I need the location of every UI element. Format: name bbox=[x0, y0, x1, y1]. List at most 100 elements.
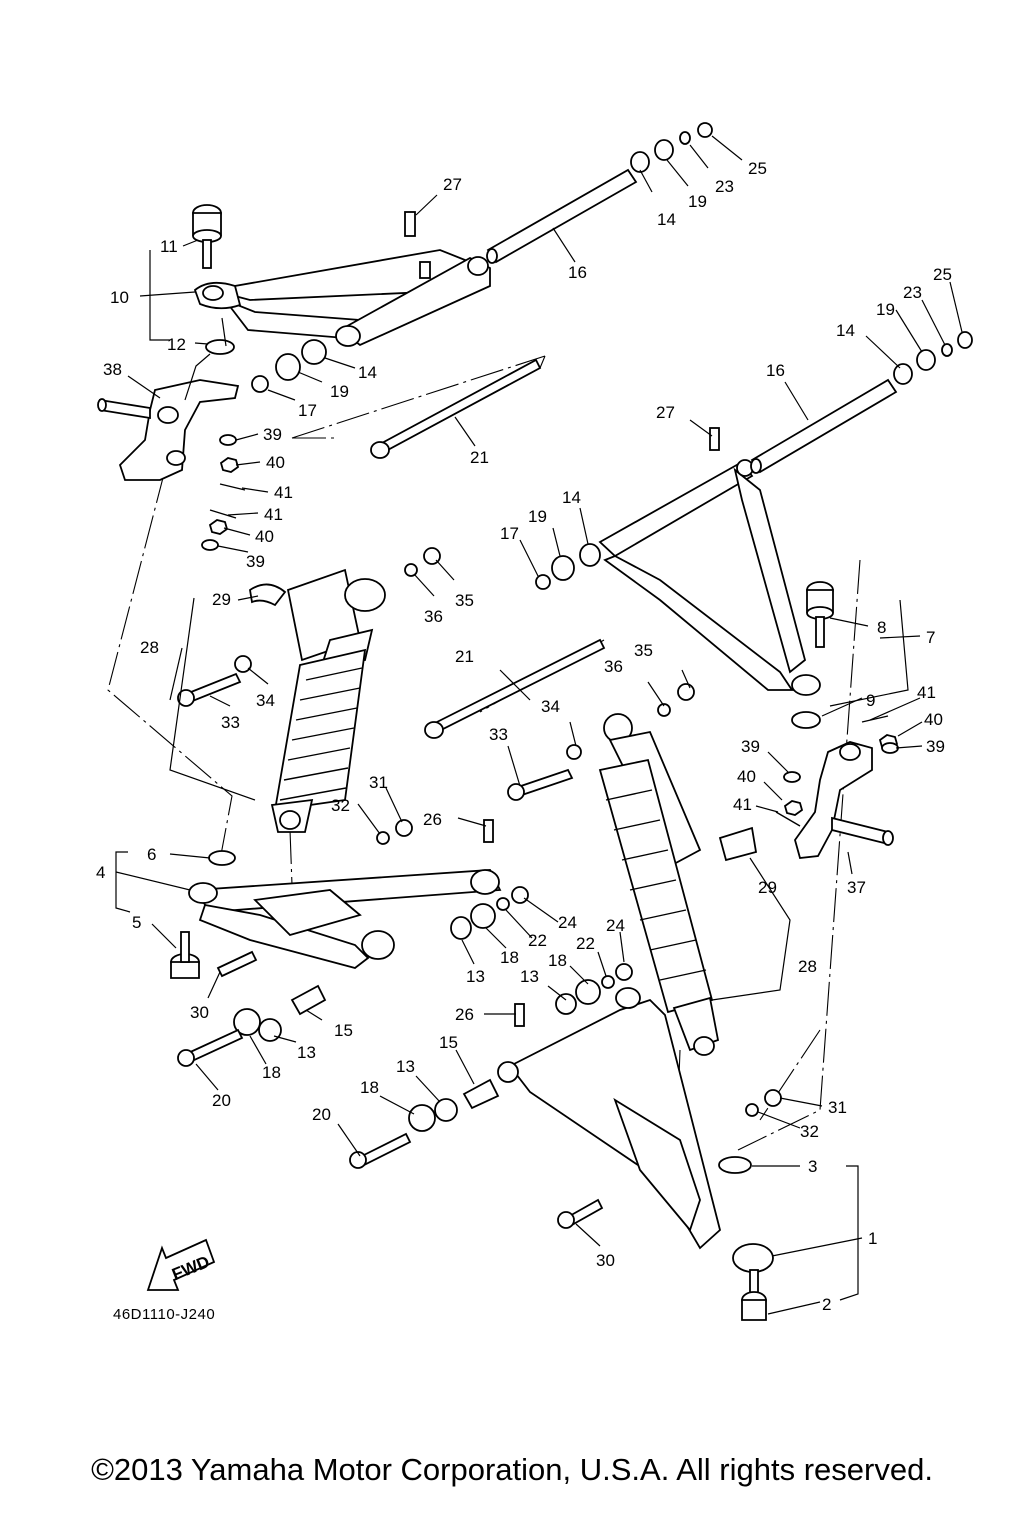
callout-9: 9 bbox=[866, 691, 875, 710]
callout-11: 11 bbox=[160, 237, 178, 256]
callout-34: 34 bbox=[541, 697, 560, 716]
callout-19: 19 bbox=[528, 507, 547, 526]
left-shock-absorber bbox=[270, 568, 386, 833]
callout-33: 33 bbox=[489, 725, 508, 744]
ball-joint-5 bbox=[170, 931, 200, 979]
callout-4: 4 bbox=[96, 863, 105, 882]
damper-tape-29a bbox=[249, 583, 287, 607]
callout-36: 36 bbox=[424, 607, 443, 626]
callout-14: 14 bbox=[562, 488, 581, 507]
callout-24: 24 bbox=[606, 916, 625, 935]
callout-13: 13 bbox=[520, 967, 539, 986]
circlip-9 bbox=[791, 711, 821, 729]
diagram-code: 46D1110-J240 bbox=[113, 1306, 216, 1323]
callout-29: 29 bbox=[758, 878, 777, 897]
copyright-notice: ©2013 Yamaha Motor Corporation, U.S.A. A… bbox=[91, 1452, 933, 1487]
callout-3: 3 bbox=[808, 1157, 817, 1176]
callout-23: 23 bbox=[903, 283, 922, 302]
callout-21: 21 bbox=[455, 647, 474, 666]
callout-14: 14 bbox=[836, 321, 855, 340]
callout-13: 13 bbox=[396, 1057, 415, 1076]
callout-17: 17 bbox=[298, 401, 317, 420]
callout-27: 27 bbox=[656, 403, 675, 422]
upper-right-bushings bbox=[535, 543, 601, 590]
steering-knuckle-38 bbox=[97, 379, 240, 481]
callout-33: 33 bbox=[221, 713, 240, 732]
callout-13: 13 bbox=[297, 1043, 316, 1062]
callout-34: 34 bbox=[256, 691, 275, 710]
callout-40: 40 bbox=[924, 710, 943, 729]
callout-27: 27 bbox=[443, 175, 462, 194]
callout-36: 36 bbox=[604, 657, 623, 676]
steering-knuckle-37 bbox=[794, 741, 894, 859]
callout-19: 19 bbox=[330, 382, 349, 401]
callout-14: 14 bbox=[358, 363, 377, 382]
callout-20: 20 bbox=[212, 1091, 231, 1110]
callout-32: 32 bbox=[800, 1122, 819, 1141]
callout-40: 40 bbox=[255, 527, 274, 546]
callout-39: 39 bbox=[926, 737, 945, 756]
callout-30: 30 bbox=[190, 1003, 209, 1022]
ball-joint-2 bbox=[741, 1269, 767, 1321]
upper-right-end-hardware bbox=[893, 331, 973, 385]
lower-left-a-arm bbox=[188, 869, 502, 969]
callout-20: 20 bbox=[312, 1105, 331, 1124]
damper-tape-29b bbox=[718, 826, 758, 862]
callout-18: 18 bbox=[360, 1078, 379, 1097]
right-knuckle-hardware bbox=[775, 715, 899, 827]
callout-28: 28 bbox=[798, 957, 817, 976]
circlip-6 bbox=[208, 850, 236, 866]
callout-39: 39 bbox=[741, 737, 760, 756]
callout-16: 16 bbox=[568, 263, 587, 282]
callout-32: 32 bbox=[331, 796, 350, 815]
callout-40: 40 bbox=[737, 767, 756, 786]
callout-31: 31 bbox=[828, 1098, 847, 1117]
callout-21: 21 bbox=[470, 448, 489, 467]
callout-10: 10 bbox=[110, 288, 129, 307]
callout-16: 16 bbox=[766, 361, 785, 380]
callout-24: 24 bbox=[558, 913, 577, 932]
callout-31: 31 bbox=[369, 773, 388, 792]
callout-39: 39 bbox=[263, 425, 282, 444]
callout-18: 18 bbox=[500, 948, 519, 967]
upper-left-end-hardware bbox=[630, 122, 713, 173]
callout-41: 41 bbox=[733, 795, 752, 814]
upper-left-a-arm bbox=[193, 249, 491, 347]
callout-35: 35 bbox=[634, 641, 653, 660]
bolt-21-mid bbox=[424, 638, 606, 739]
grease-nipple-26b bbox=[514, 1003, 525, 1027]
right-shock-hardware bbox=[507, 683, 782, 1117]
callout-22: 22 bbox=[528, 931, 547, 950]
callout-12: 12 bbox=[167, 335, 186, 354]
callout-23: 23 bbox=[715, 177, 734, 196]
ball-joint-8 bbox=[806, 581, 834, 648]
callout-19: 19 bbox=[688, 192, 707, 211]
lower-right-hardware bbox=[349, 963, 633, 1229]
callout-41: 41 bbox=[917, 683, 936, 702]
callout-30: 30 bbox=[596, 1251, 615, 1270]
lower-left-hardware bbox=[177, 886, 529, 1067]
callout-13: 13 bbox=[466, 967, 485, 986]
right-shock-absorber bbox=[598, 713, 720, 1056]
callout-35: 35 bbox=[455, 591, 474, 610]
callout-40: 40 bbox=[266, 453, 285, 472]
callout-17: 17 bbox=[500, 524, 519, 543]
upper-right-a-arm bbox=[598, 459, 821, 696]
callout-25: 25 bbox=[933, 265, 952, 284]
callout-8: 8 bbox=[877, 618, 886, 637]
callout-29: 29 bbox=[212, 590, 231, 609]
callout-14: 14 bbox=[657, 210, 676, 229]
grease-nipple-27a bbox=[404, 211, 416, 237]
callout-38: 38 bbox=[103, 360, 122, 379]
callout-18: 18 bbox=[548, 951, 567, 970]
callout-19: 19 bbox=[876, 300, 895, 319]
grease-nipple-27b bbox=[709, 427, 720, 451]
upper-left-bushings bbox=[251, 339, 327, 393]
callout-18: 18 bbox=[262, 1063, 281, 1082]
circlip-3 bbox=[718, 1156, 752, 1174]
callout-6: 6 bbox=[147, 845, 156, 864]
callout-2: 2 bbox=[822, 1295, 831, 1314]
callout-5: 5 bbox=[132, 913, 141, 932]
callout-41: 41 bbox=[264, 505, 283, 524]
